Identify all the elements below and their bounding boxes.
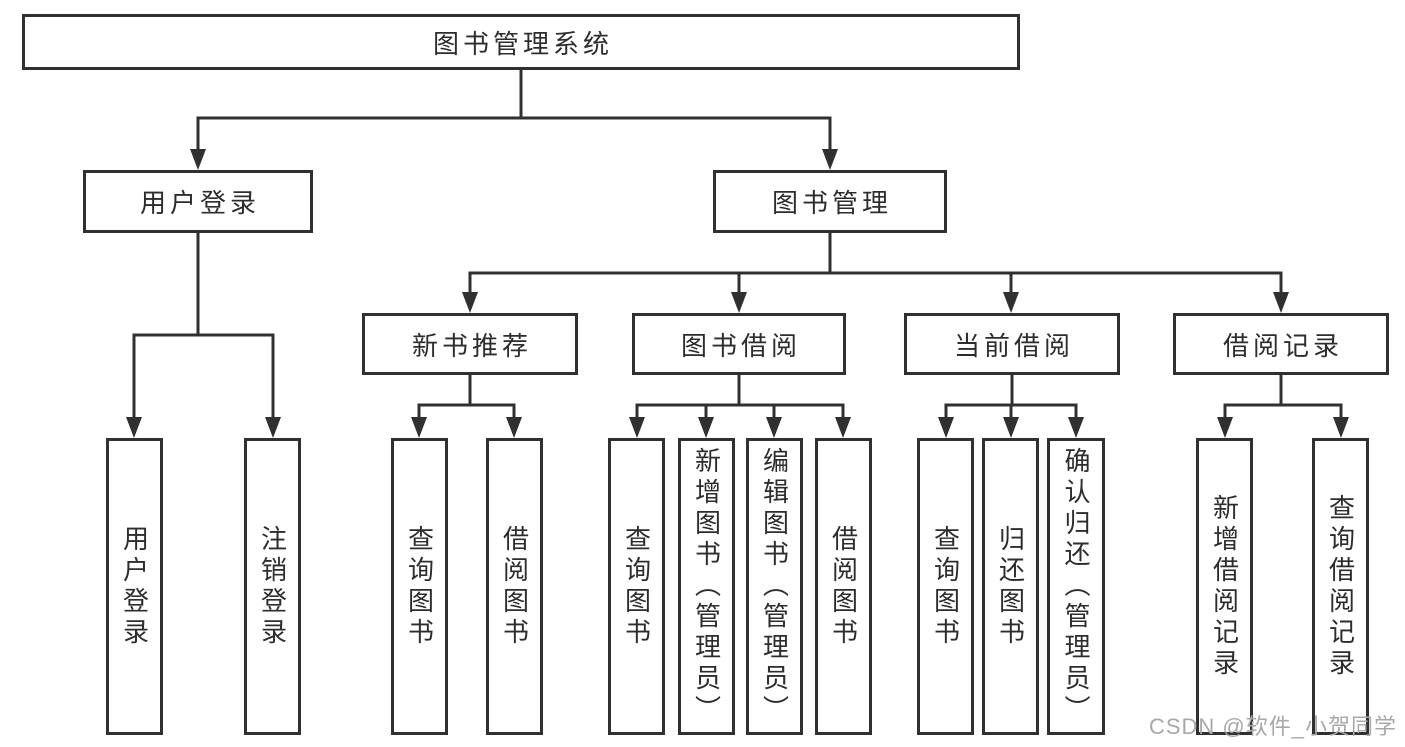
leaf-user-login: 用户登录 [106,438,163,735]
node-root-system: 图书管理系统 [22,14,1020,70]
leaf-cb-return-books: 归还图书 [982,438,1039,735]
leaf-bb-add-books-admin: 新增图书（管理员） [678,438,735,735]
node-borrowing-records: 借阅记录 [1173,313,1389,375]
csdn-watermark: CSDN @软件_小贺同学 [1148,714,1397,739]
leaf-cb-query-books: 查询图书 [917,438,974,735]
leaf-bb-edit-books-admin: 编辑图书（管理员） [746,438,803,735]
leaf-br-query-borrow-record: 查询借阅记录 [1312,438,1369,735]
node-user-login: 用户登录 [83,170,313,233]
leaf-nbr-query-books: 查询图书 [391,438,448,735]
node-current-borrowing: 当前借阅 [904,313,1120,375]
node-book-management: 图书管理 [713,170,947,233]
connector-path [132,68,1343,419]
leaf-logout: 注销登录 [244,438,301,735]
leaf-bb-query-books: 查询图书 [608,438,665,735]
leaf-br-add-borrow-record: 新增借阅记录 [1196,438,1253,735]
leaf-bb-borrow-books: 借阅图书 [815,438,872,735]
node-book-borrowing: 图书借阅 [632,313,846,375]
node-new-book-recommend: 新书推荐 [362,313,578,375]
leaf-cb-confirm-return-admin: 确认归还（管理员） [1047,438,1105,735]
leaf-nbr-borrow-books: 借阅图书 [486,438,543,735]
connector-arrowheads [126,149,1349,438]
